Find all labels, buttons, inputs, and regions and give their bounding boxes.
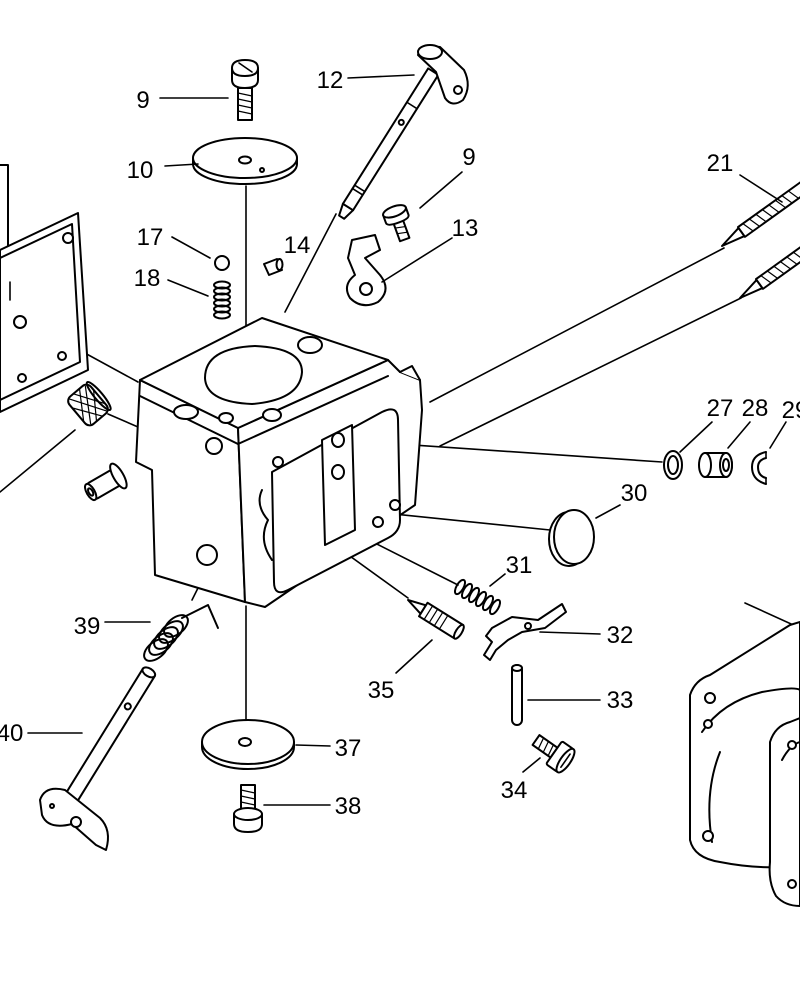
callout-18: 18 bbox=[134, 265, 161, 292]
axis-shaft-12 bbox=[284, 213, 337, 313]
gasket-right-rear bbox=[768, 717, 800, 907]
choke-shaft-40 bbox=[39, 666, 157, 851]
callout-labels: 9 10 17 18 14 12 9 13 21 27 28 29 30 31 … bbox=[0, 67, 800, 820]
inlet-needle-35 bbox=[407, 599, 465, 640]
leader-37 bbox=[295, 744, 331, 747]
callout-10: 10 bbox=[127, 157, 154, 184]
callout-29: 29 bbox=[782, 397, 800, 424]
oring-27 bbox=[663, 450, 683, 480]
leader-30 bbox=[595, 504, 621, 519]
callout-21: 21 bbox=[707, 150, 734, 177]
return-spring-39 bbox=[143, 604, 219, 662]
clip-29 bbox=[751, 451, 767, 485]
callout-14: 14 bbox=[284, 232, 311, 259]
screw-9-right bbox=[382, 204, 411, 243]
callout-40: 40 bbox=[0, 720, 23, 747]
leader-28 bbox=[727, 421, 751, 449]
left-diaphragm-plate bbox=[0, 212, 89, 413]
leader-34 bbox=[522, 757, 541, 773]
callout-31: 31 bbox=[506, 552, 533, 579]
callout-27: 27 bbox=[707, 395, 734, 422]
inlet-lever-32 bbox=[483, 603, 567, 661]
callout-39: 39 bbox=[74, 613, 101, 640]
axis-left-edge bbox=[0, 429, 76, 493]
pivot-pin-33 bbox=[511, 664, 523, 726]
leader-32 bbox=[539, 631, 601, 635]
bushing-28 bbox=[698, 452, 733, 478]
fuel-fitting bbox=[84, 462, 128, 502]
throttle-shaft-12 bbox=[338, 44, 469, 220]
venturi-top-hole bbox=[204, 345, 303, 405]
callout-34: 34 bbox=[501, 777, 528, 804]
callout-12: 12 bbox=[317, 67, 344, 94]
leader-17 bbox=[171, 236, 211, 259]
leader-9-right bbox=[419, 171, 463, 209]
adjusting-needle-21-upper bbox=[721, 173, 800, 247]
carburetor-body bbox=[135, 317, 423, 608]
callout-32: 32 bbox=[607, 622, 634, 649]
screw-34 bbox=[531, 734, 576, 774]
leader-35 bbox=[395, 639, 433, 674]
leader-27 bbox=[679, 421, 713, 453]
screw-38 bbox=[233, 784, 263, 833]
callout-35: 35 bbox=[368, 677, 395, 704]
check-ball-17 bbox=[214, 255, 230, 271]
callout-9-right: 9 bbox=[462, 144, 475, 171]
leader-21 bbox=[739, 174, 783, 203]
callout-28: 28 bbox=[742, 395, 769, 422]
pin-14 bbox=[263, 258, 284, 276]
callout-37: 37 bbox=[335, 735, 362, 762]
axis-needle-21-upper bbox=[429, 247, 725, 403]
leader-lines bbox=[27, 74, 787, 806]
cover-disk-10 bbox=[192, 137, 298, 185]
plug-disk-30 bbox=[548, 509, 595, 567]
axis-needle-21-lower bbox=[439, 297, 742, 447]
inlet-filter bbox=[67, 380, 112, 427]
callout-9-top: 9 bbox=[136, 87, 149, 114]
callout-17: 17 bbox=[137, 224, 164, 251]
callout-33: 33 bbox=[607, 687, 634, 714]
axis-filter bbox=[107, 413, 139, 428]
adjusting-needle-21-lower bbox=[739, 225, 800, 299]
leader-10 bbox=[164, 163, 199, 167]
spring-31 bbox=[453, 578, 502, 616]
leader-18 bbox=[167, 279, 209, 297]
leader-12 bbox=[347, 74, 415, 79]
leader-29 bbox=[769, 421, 787, 449]
callout-30: 30 bbox=[621, 480, 648, 507]
cover-disk-37 bbox=[201, 719, 295, 770]
leader-13 bbox=[381, 237, 453, 283]
body-slot bbox=[321, 424, 356, 546]
leader-31 bbox=[489, 573, 506, 587]
screw-9-top bbox=[231, 59, 259, 121]
spring-18 bbox=[213, 280, 231, 320]
callout-38: 38 bbox=[335, 793, 362, 820]
callout-13: 13 bbox=[452, 215, 479, 242]
throttle-lever-13 bbox=[345, 234, 387, 307]
